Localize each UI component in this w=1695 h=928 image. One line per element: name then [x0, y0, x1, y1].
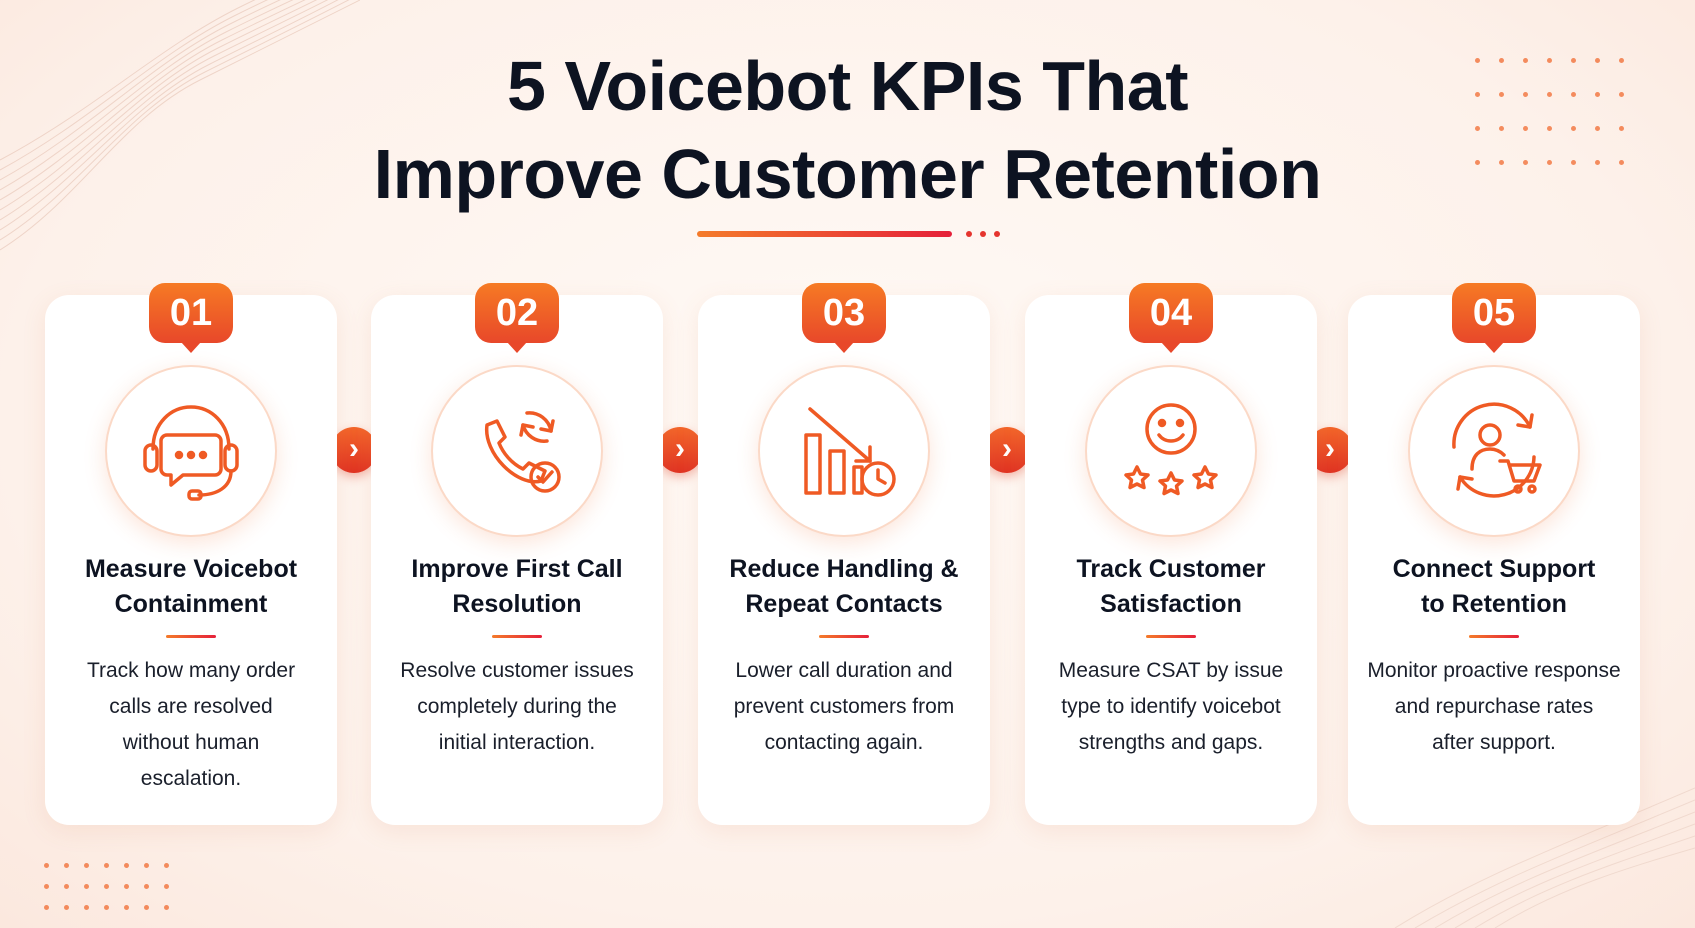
card-description-line: Resolve customer issues — [400, 659, 634, 682]
chevron-right-icon: › — [657, 427, 703, 473]
kpi-card-4: 04 Track Customer Satisfaction Measure C… — [1025, 283, 1317, 825]
card-description: Track how many order calls are resolved … — [59, 653, 323, 797]
smiley-stars-icon — [1124, 403, 1218, 496]
icon-circle — [1408, 365, 1580, 537]
wave-lines-decoration-bottom — [1394, 787, 1695, 928]
card-title-line: Measure Voicebot — [84, 555, 298, 583]
card-title: Connect Support to Retention — [1358, 552, 1630, 622]
headset-chat-icon — [143, 405, 239, 501]
title-underline — [697, 231, 952, 237]
card-title-line: Resolution — [452, 590, 582, 618]
icon-circle — [105, 365, 277, 537]
card-description-line: Monitor proactive response — [1367, 659, 1621, 682]
step-number-badge: 05 — [1452, 283, 1536, 343]
kpi-card-2: 02 Improve First Call Resolution Resolve… — [371, 283, 663, 825]
page-title-line1: 5 Voicebot KPIs That — [506, 47, 1189, 125]
page-title-line2: Improve Customer Retention — [373, 135, 1322, 213]
card-title: Reduce Handling & Repeat Contacts — [708, 552, 980, 622]
card-title-line: Connect Support — [1392, 555, 1596, 583]
dot-grid-decoration — [1475, 58, 1643, 165]
card-description-line: Lower call duration and — [735, 659, 953, 682]
step-number-badge: 04 — [1129, 283, 1213, 343]
card-description-line: calls are resolved — [109, 695, 273, 718]
chevron-right-icon: › — [331, 427, 377, 473]
card-title-line: Repeat Contacts — [745, 590, 943, 618]
card-title-line: to Retention — [1421, 590, 1567, 618]
card-description: Resolve customer issues completely durin… — [385, 653, 649, 761]
kpi-card-3: 03 Reduce Handling & Repeat Contacts Low… — [698, 283, 990, 825]
phone-check-icon — [485, 411, 561, 493]
card-title-line: Containment — [114, 590, 268, 618]
card-description-line: after support. — [1432, 731, 1556, 754]
card-title-line: Track Customer — [1076, 555, 1266, 583]
card-divider — [819, 635, 869, 638]
card-description-line: Measure CSAT by issue — [1058, 659, 1284, 682]
card-description-line: and repurchase rates — [1394, 695, 1594, 718]
card-title-line: Improve First Call — [411, 555, 623, 583]
step-number-badge: 02 — [475, 283, 559, 343]
card-description-line: prevent customers from — [733, 695, 955, 718]
card-title-line: Reduce Handling & — [729, 555, 959, 583]
step-number-badge: 01 — [149, 283, 233, 343]
card-description-line: strengths and gaps. — [1078, 731, 1264, 754]
page-title: 5 Voicebot KPIs That Improve Customer Re… — [0, 42, 1695, 218]
user-cart-cycle-icon — [1452, 402, 1542, 498]
kpi-card-1: 01 Measure Voicebot Containment Track ho… — [45, 283, 337, 825]
card-description-line: escalation. — [140, 767, 242, 790]
icon-circle — [1085, 365, 1257, 537]
bar-chart-down-clock-icon — [804, 407, 896, 497]
card-title: Improve First Call Resolution — [381, 552, 653, 622]
card-description: Lower call duration and prevent customer… — [712, 653, 976, 761]
chevron-right-icon: › — [984, 427, 1030, 473]
card-divider — [1469, 635, 1519, 638]
card-title: Track Customer Satisfaction — [1035, 552, 1307, 622]
title-underline-dots — [966, 231, 1000, 237]
card-divider — [1146, 635, 1196, 638]
card-divider — [166, 635, 216, 638]
card-description-line: completely during the — [417, 695, 617, 718]
card-description-line: type to identify voicebot — [1061, 695, 1281, 718]
wave-lines-decoration — [0, 0, 360, 251]
kpi-card-5: 05 Connect Support to Retention Monitor … — [1348, 283, 1640, 825]
card-title-line: Satisfaction — [1100, 590, 1242, 618]
card-description-line: initial interaction. — [438, 731, 596, 754]
card-description: Measure CSAT by issue type to identify v… — [1039, 653, 1303, 761]
card-title: Measure Voicebot Containment — [55, 552, 327, 622]
card-divider — [492, 635, 542, 638]
icon-circle — [431, 365, 603, 537]
card-description-line: without human — [122, 731, 260, 754]
card-description-line: contacting again. — [764, 731, 924, 754]
card-description-line: Track how many order — [86, 659, 296, 682]
card-description: Monitor proactive response and repurchas… — [1362, 653, 1626, 761]
icon-circle — [758, 365, 930, 537]
step-number-badge: 03 — [802, 283, 886, 343]
dot-grid-decoration-bottom — [44, 863, 184, 910]
